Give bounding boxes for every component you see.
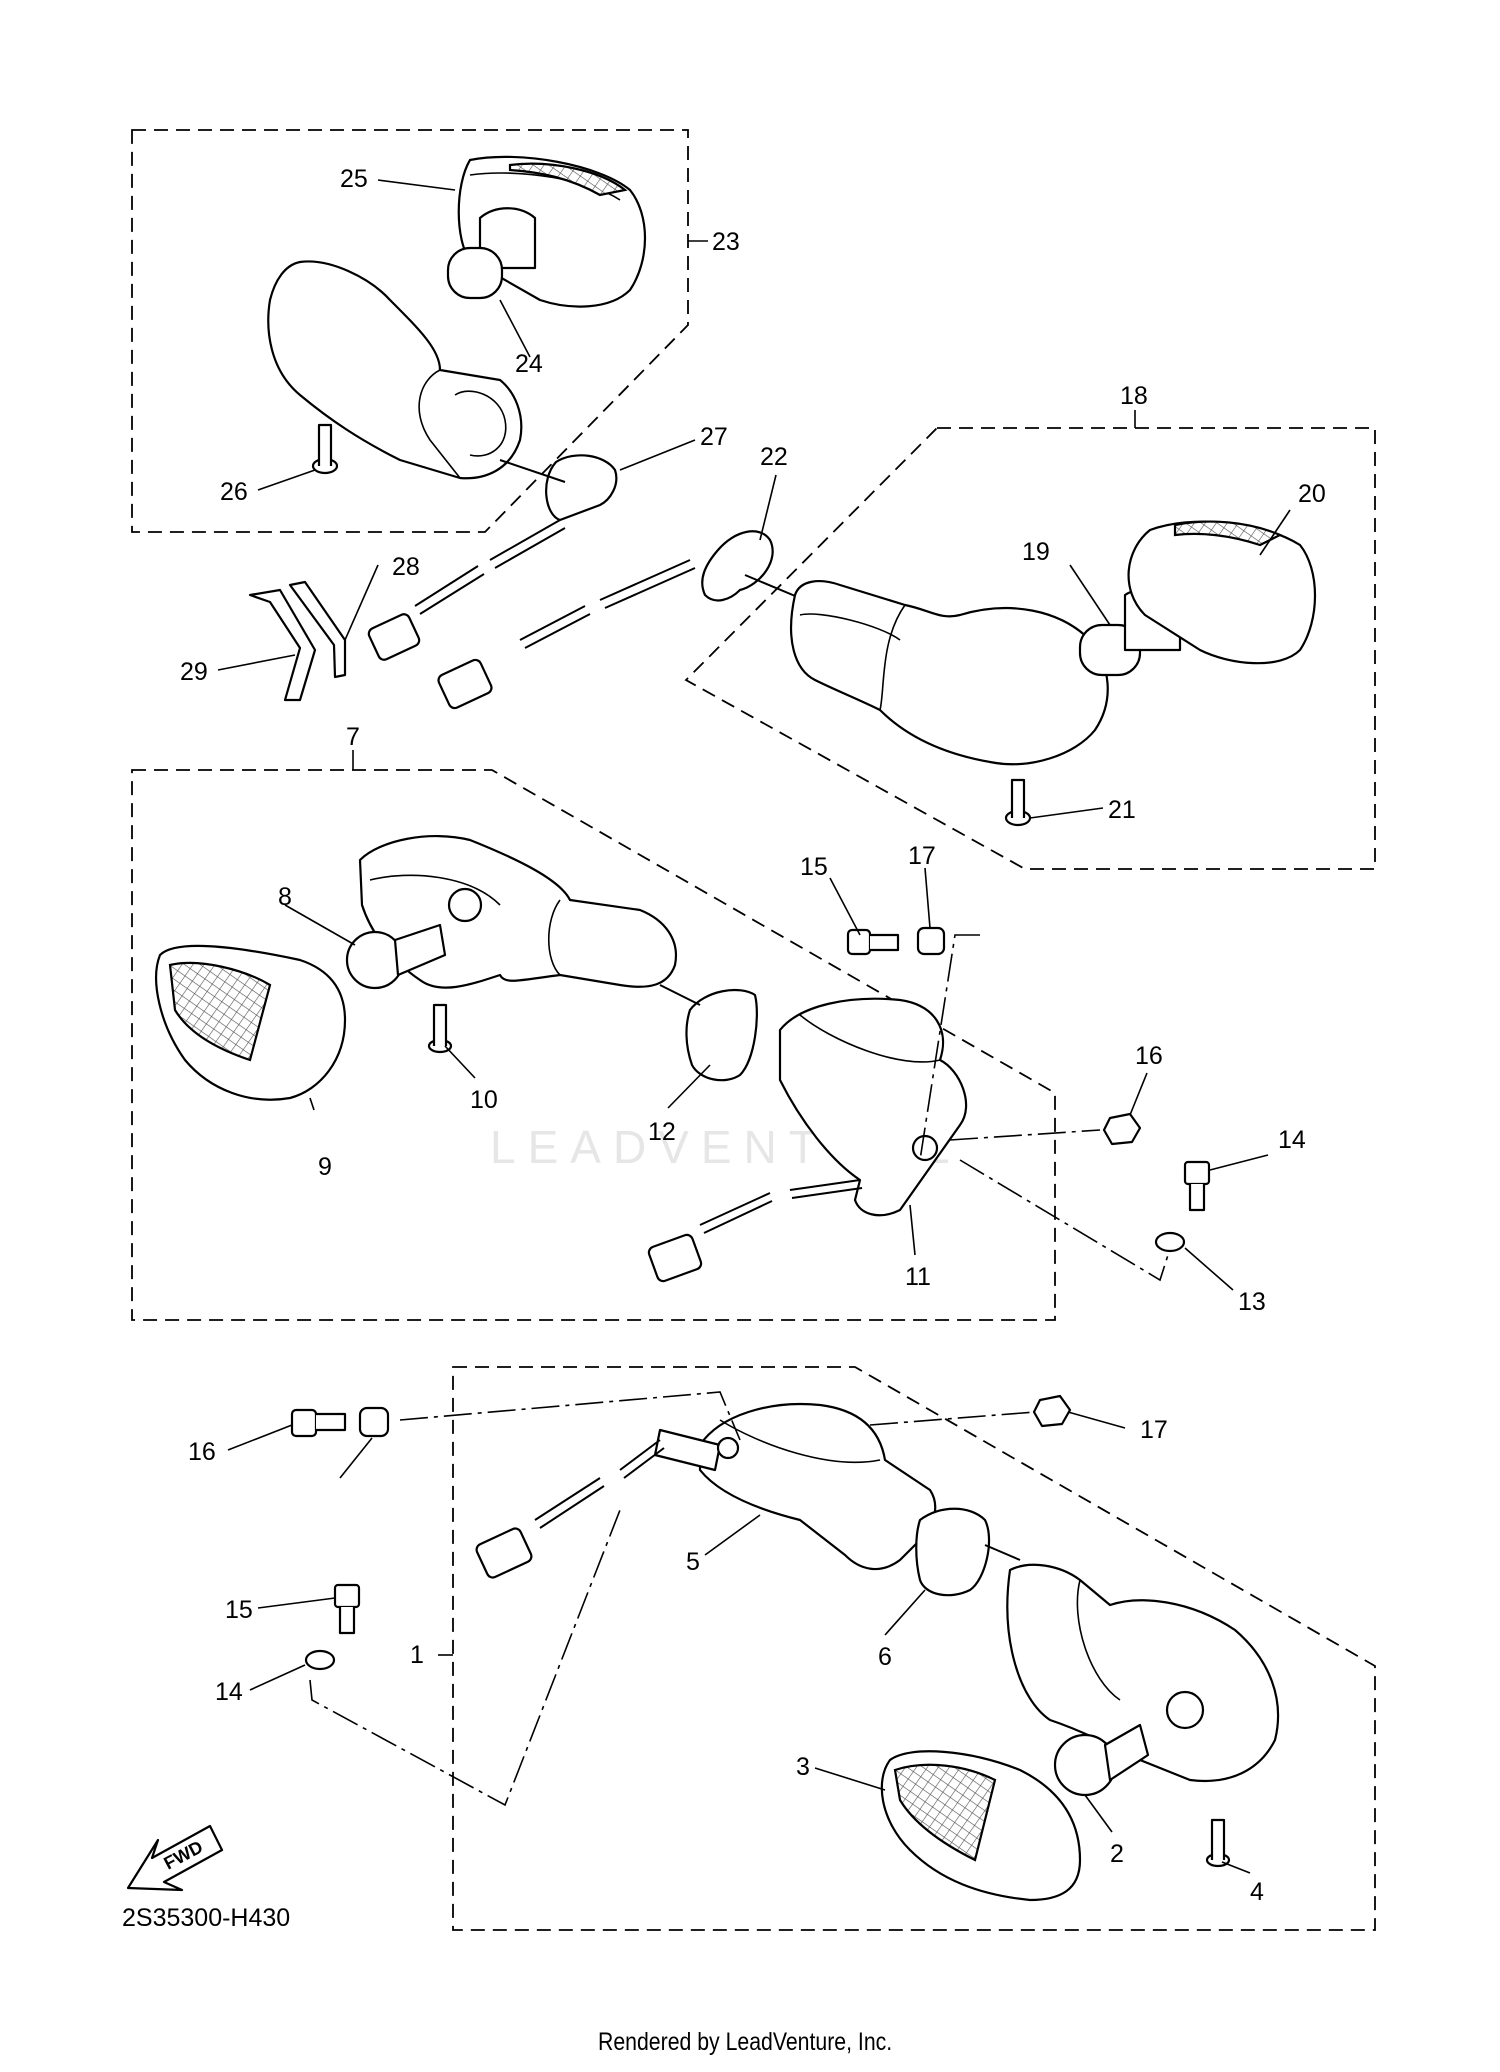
callout-12: 12 (648, 1118, 676, 1146)
callout-labels: 25 23 24 26 27 22 18 20 19 28 29 21 7 15… (180, 165, 1326, 1906)
collar-17-lower (358, 1406, 390, 1438)
bolt-14-lower (333, 1583, 361, 1635)
turn-signal-assembly-1 (475, 1403, 1280, 1902)
group-box-23 (131, 129, 689, 533)
callout-8: 8 (278, 883, 292, 911)
callout-20: 20 (1298, 480, 1326, 508)
fwd-arrow: FWD (126, 1824, 224, 1892)
bolt-15-lower (290, 1408, 347, 1438)
housing-body-top (267, 260, 523, 480)
screw-4 (1205, 1818, 1231, 1868)
callout-26: 26 (220, 478, 248, 506)
turn-signal-assembly-23 (267, 155, 646, 522)
screw-21 (1004, 778, 1032, 827)
bolt-14-upper (1183, 1160, 1211, 1212)
leader-lines (217, 179, 1291, 1874)
callout-14-lower: 15 (225, 1596, 253, 1624)
chain-line-bottom-1 (399, 1391, 741, 1441)
bolt-15-upper (846, 928, 900, 956)
nut-16-lower (1032, 1394, 1072, 1428)
callout-9: 9 (318, 1153, 332, 1181)
callout-6: 6 (878, 1643, 892, 1671)
grommet-12 (685, 988, 758, 1082)
callout-15-lower: 16 (188, 1438, 216, 1466)
housing-body-right (789, 580, 1109, 766)
turn-signal-assembly-7 (155, 834, 968, 1283)
callout-10: 10 (470, 1086, 498, 1114)
callout-28: 28 (392, 553, 420, 581)
connector-top-right (437, 658, 493, 710)
clip-29 (248, 588, 317, 702)
washer-13-lower (304, 1649, 336, 1671)
callout-5: 5 (686, 1548, 700, 1576)
washer-13-upper (1154, 1231, 1186, 1253)
turn-signal-assembly-18 (701, 520, 1316, 827)
chain-line-bottom-2 (869, 1411, 1036, 1426)
credit-text: Rendered by LeadVenture, Inc. (598, 2028, 893, 2056)
housing-body-bottom (1006, 1563, 1280, 1782)
group-brackets (352, 240, 1136, 1656)
callout-16-upper: 16 (1135, 1042, 1163, 1070)
chain-line-middle-3 (959, 1159, 1169, 1282)
screw-10 (427, 1003, 453, 1054)
group-box-1 (452, 1366, 1376, 1931)
connector-bottom (475, 1527, 533, 1579)
connector-top-left (367, 613, 421, 661)
callout-17-upper: 17 (908, 842, 936, 870)
chain-line-middle-1 (919, 934, 980, 1161)
callout-19: 19 (1022, 538, 1050, 566)
callout-15-upper: 15 (800, 853, 828, 881)
wiring-center (367, 519, 696, 710)
callout-2: 2 (1110, 1840, 1124, 1868)
callout-7: 7 (346, 723, 360, 751)
diagram-code: 2S35300-H430 (122, 1904, 291, 1932)
callout-13-upper: 13 (1238, 1288, 1266, 1316)
callout-1: 1 (410, 1641, 424, 1669)
callout-21: 21 (1108, 796, 1136, 824)
bracket-11 (778, 997, 968, 1217)
callout-13-lower: 14 (215, 1678, 243, 1706)
screw-26 (311, 423, 339, 475)
callout-22: 22 (760, 443, 788, 471)
callout-11: 11 (905, 1263, 931, 1291)
chain-line-bottom-3 (309, 1509, 621, 1807)
callout-24: 24 (515, 350, 543, 378)
callout-25: 25 (340, 165, 368, 193)
callout-29: 29 (180, 658, 208, 686)
group-box-7 (131, 769, 1056, 1321)
callout-4: 4 (1250, 1878, 1264, 1906)
callout-18: 18 (1120, 382, 1148, 410)
grommet-22 (701, 530, 774, 602)
bulb-socket-2 (1103, 1723, 1150, 1782)
band-28 (288, 580, 347, 679)
nut-16-upper (1102, 1112, 1142, 1146)
connector-middle (647, 1233, 703, 1283)
callout-16-lower: 17 (1140, 1416, 1168, 1444)
chain-line-middle-2 (949, 1129, 1101, 1141)
group-box-18 (684, 427, 1376, 870)
grommet-6 (915, 1507, 991, 1597)
callout-3: 3 (796, 1753, 810, 1781)
collar-17-upper (916, 926, 946, 956)
bulb-24 (446, 246, 504, 300)
grommet-27 (545, 454, 618, 522)
callout-14-upper: 14 (1278, 1126, 1306, 1154)
bulb-socket-8 (393, 923, 447, 977)
callout-27: 27 (700, 423, 728, 451)
callout-23: 23 (712, 228, 740, 256)
